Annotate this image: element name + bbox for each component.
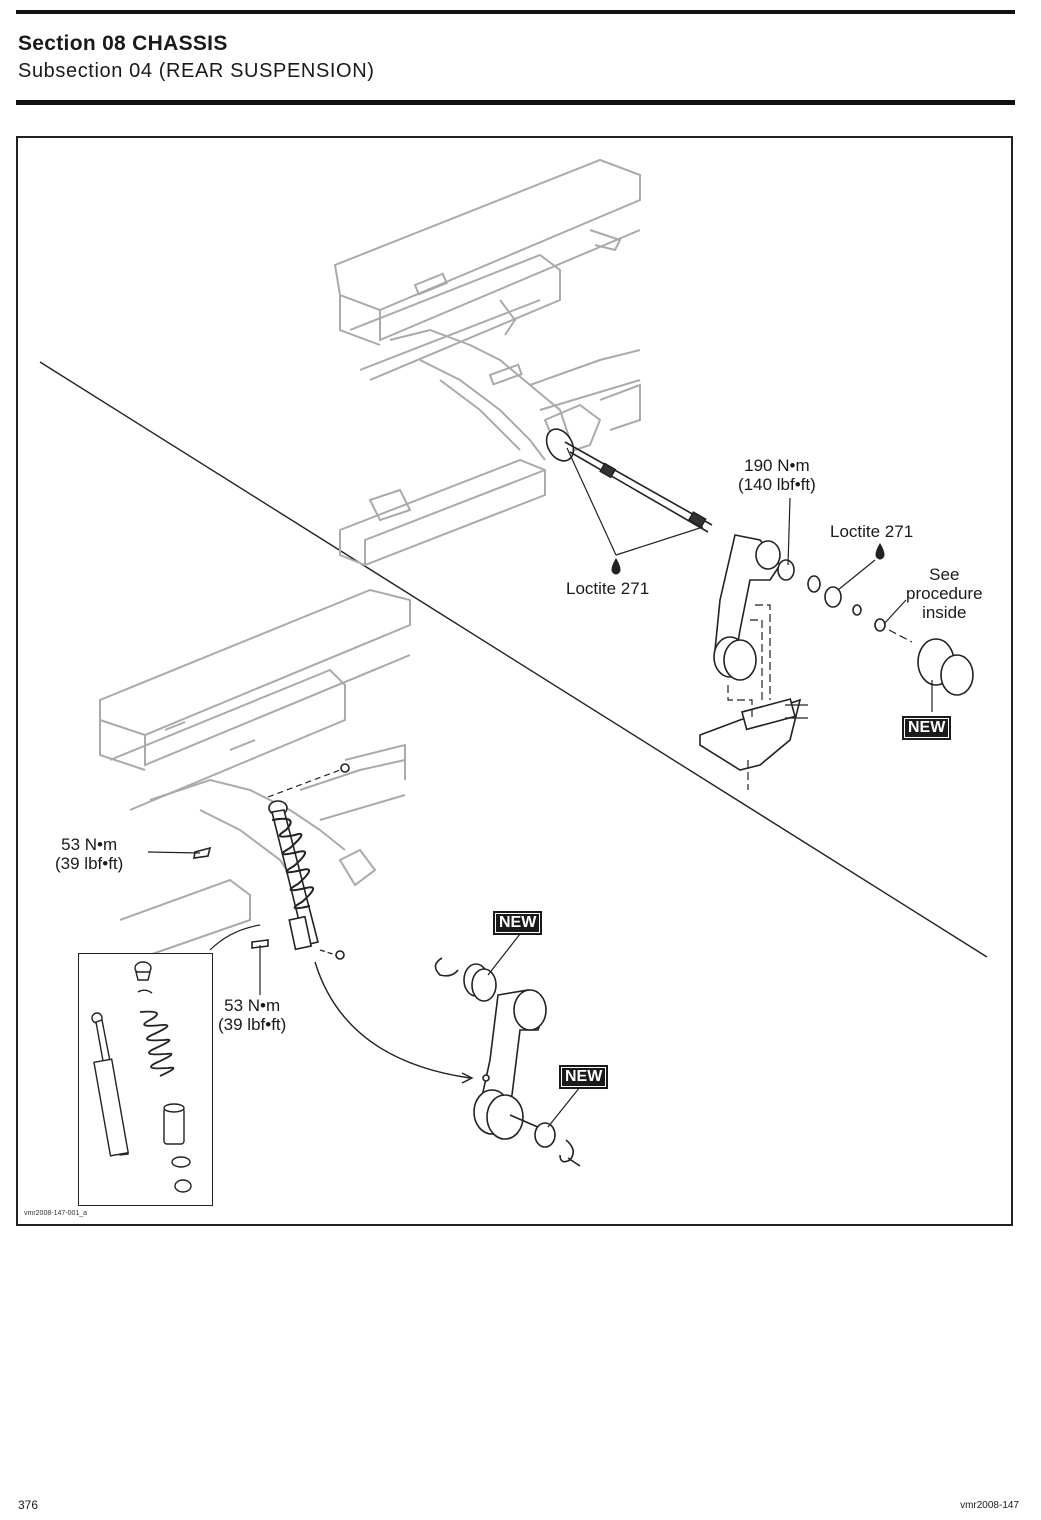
loctite-label-right: Loctite 271 [830,522,914,541]
lower-leader-lines [147,769,474,1084]
upper-arm-assembly [699,534,974,771]
figure-image-id: vmr2008-147-001_a [24,1210,88,1217]
inset-bump-stop [163,1107,185,1145]
loctite-drop-icons [611,543,885,575]
inset-clip [137,989,153,994]
upper-pivot-shaft [545,428,713,533]
inset-bottom-seat [174,1179,192,1193]
new-badge-upper: NEW [902,716,952,740]
shock-absorber [193,763,350,960]
torque-label-upper: 190 N•m (140 lbf•ft) [738,456,816,494]
loctite-drop-icon-right [875,543,885,560]
torque-label-shock-upper: 53 N•m (39 lbf•ft) [55,835,124,873]
inset-shock-body [93,1058,130,1157]
loctite-label-left: Loctite 271 [566,579,650,598]
diagonal-divider [39,361,988,958]
inset-spring [139,1010,175,1077]
loctite-drop-icon-left [611,558,621,575]
figure-frame [16,136,1013,1226]
new-badge-lower-ring: NEW [559,1065,609,1089]
subsection-title: Subsection 04 (REAR SUSPENSION) [18,60,375,82]
lower-frame-drawing [99,588,411,961]
torque-label-shock-lower: 53 N•m (39 lbf•ft) [218,996,287,1034]
lower-arm-assembly [434,957,581,1167]
new-badge-lower-bushing: NEW [493,911,543,935]
coil-spring [271,817,314,910]
upper-leader-lines [566,447,933,719]
section-title: Section 08 CHASSIS [18,32,228,55]
header-top-rule [16,10,1015,14]
see-procedure-label: See procedure inside [906,565,983,622]
upper-assembly-guides [727,604,913,790]
upper-frame-drawing [333,158,641,567]
page-number: 376 [18,1498,39,1512]
new-badge-leaders [487,933,581,1128]
inset-washer [171,1156,191,1168]
document-code: vmr2008-147 [960,1500,1019,1511]
header-bottom-rule [16,100,1015,105]
